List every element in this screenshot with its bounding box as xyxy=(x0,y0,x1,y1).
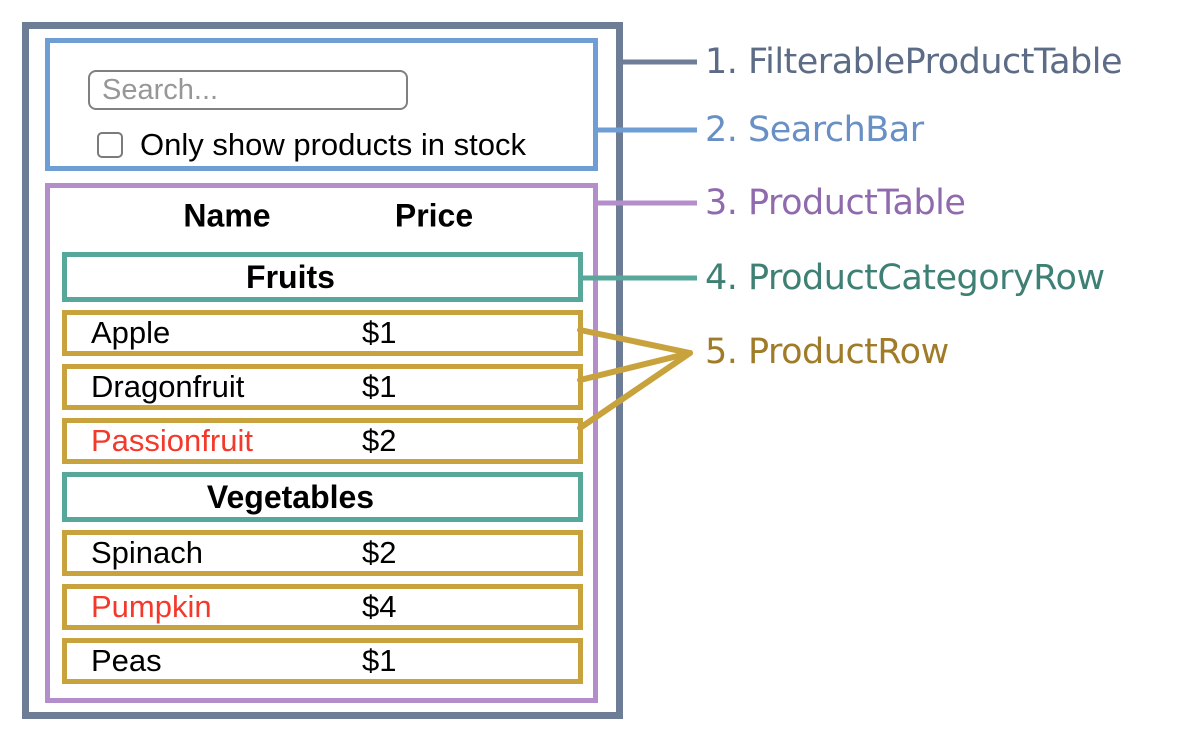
search-bar-box: Only show products in stock xyxy=(45,38,598,171)
product-row: Apple $1 xyxy=(62,310,583,356)
hierarchy-label-3: 3. ProductTable xyxy=(705,183,966,223)
product-name: Dragonfruit xyxy=(91,369,245,404)
product-name: Pumpkin xyxy=(91,589,212,624)
product-name: Passionfruit xyxy=(91,423,253,458)
product-category-row: Fruits xyxy=(62,252,583,302)
product-name: Peas xyxy=(91,643,162,678)
category-label: Fruits xyxy=(246,258,335,295)
column-header-name: Name xyxy=(183,197,271,234)
product-row: Spinach $2 xyxy=(62,530,583,576)
product-price: $1 xyxy=(362,643,397,678)
product-row: Pumpkin $4 xyxy=(62,584,583,630)
product-price: $1 xyxy=(362,315,397,350)
hierarchy-label-2: 2. SearchBar xyxy=(705,110,924,150)
product-price: $4 xyxy=(362,589,397,624)
product-row: Passionfruit $2 xyxy=(62,418,583,464)
in-stock-checkbox-label: Only show products in stock xyxy=(140,127,526,162)
product-row: Dragonfruit $1 xyxy=(62,364,583,410)
hierarchy-label-4: 4. ProductCategoryRow xyxy=(705,258,1105,298)
product-name: Spinach xyxy=(91,535,204,570)
product-price: $2 xyxy=(362,423,397,458)
product-price: $2 xyxy=(362,535,397,570)
product-price: $1 xyxy=(362,369,397,404)
hierarchy-label-5: 5. ProductRow xyxy=(705,332,949,372)
in-stock-filter: Only show products in stock xyxy=(97,129,526,161)
column-header-price: Price xyxy=(394,197,474,234)
category-label: Vegetables xyxy=(206,478,375,515)
hierarchy-label-1: 1. FilterableProductTable xyxy=(705,42,1123,82)
product-row: Peas $1 xyxy=(62,638,583,684)
product-category-row: Vegetables xyxy=(62,472,583,522)
product-name: Apple xyxy=(91,315,171,350)
search-input[interactable] xyxy=(88,70,408,110)
in-stock-checkbox[interactable] xyxy=(97,132,123,158)
